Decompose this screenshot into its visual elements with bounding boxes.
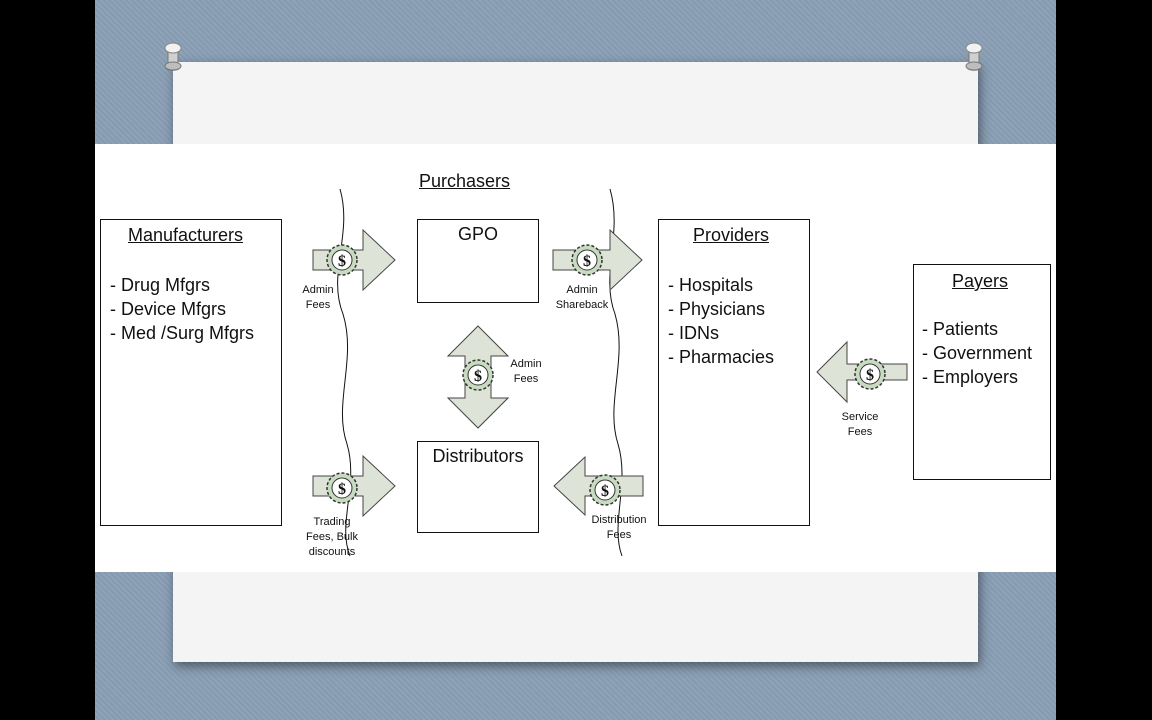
providers-title: Providers (693, 225, 770, 245)
money-bag-icon-5: $ (854, 358, 886, 390)
manufacturers-title: Manufacturers (128, 225, 244, 245)
list-item: - Device Mfgrs (110, 299, 227, 319)
money-bag-icon-4: $ (589, 474, 621, 506)
list-item: - Pharmacies (668, 347, 775, 367)
list-item: - Med /Surg Mfgrs (110, 323, 255, 343)
money-bag-icon-1: $ (326, 244, 358, 276)
dollar-sign-icon: $ (866, 367, 874, 384)
gpo-box: GPO (417, 219, 539, 303)
distributors-title: Distributors (432, 446, 524, 466)
supply-chain-diagram: Purchasers Manufacturers - Drug Mfgrs - … (95, 144, 1056, 572)
label-distribution-fees: Distribution Fees (591, 514, 647, 541)
money-bag-icon-3: $ (326, 472, 358, 504)
list-item: - Patients (922, 319, 999, 339)
providers-box: Providers - Hospitals - Physicians - IDN… (658, 219, 810, 526)
dollar-sign-icon: $ (338, 253, 346, 270)
payers-box: Payers - Patients - Government - Employe… (913, 264, 1051, 480)
dollar-sign-icon: $ (601, 483, 609, 500)
list-item: - Government (922, 343, 1033, 363)
payers-title: Payers (952, 271, 1009, 291)
label-trading-fees: Trading Fees, Bulk discounts (306, 516, 358, 558)
label-admin-fees-vertical: Admin Fees (510, 358, 542, 385)
list-item: - Hospitals (668, 275, 754, 295)
money-bag-icon-6: $ (462, 359, 494, 391)
list-item: - Drug Mfgrs (110, 275, 211, 295)
providers-list: - Hospitals - Physicians - IDNs - Pharma… (668, 273, 774, 369)
slide: Purchasers Manufacturers - Drug Mfgrs - … (95, 0, 1056, 720)
list-item: - Employers (922, 367, 1019, 387)
manufacturers-list: - Drug Mfgrs - Device Mfgrs - Med /Surg … (110, 273, 254, 345)
dollar-sign-icon: $ (583, 253, 591, 270)
list-item: - IDNs (668, 323, 719, 343)
distributors-box: Distributors (417, 441, 539, 533)
label-admin-fees: Admin Fees (302, 284, 334, 311)
flow-arrows-layer: $ $ $ $ $ (312, 188, 908, 557)
manufacturers-box: Manufacturers - Drug Mfgrs - Device Mfgr… (100, 219, 282, 526)
label-admin-shareback: Admin Shareback (555, 284, 609, 311)
purchasers-heading: Purchasers (419, 171, 511, 191)
dollar-sign-icon: $ (338, 481, 346, 498)
pushpin-right-icon (965, 42, 983, 71)
payers-list: - Patients - Government - Employers (922, 317, 1032, 389)
dollar-sign-icon: $ (474, 368, 482, 385)
list-item: - Physicians (668, 299, 766, 319)
label-service-fees: Service Fees (841, 411, 879, 438)
gpo-title: GPO (457, 224, 498, 244)
pushpin-left-icon (164, 42, 182, 71)
money-bag-icon-2: $ (571, 244, 603, 276)
